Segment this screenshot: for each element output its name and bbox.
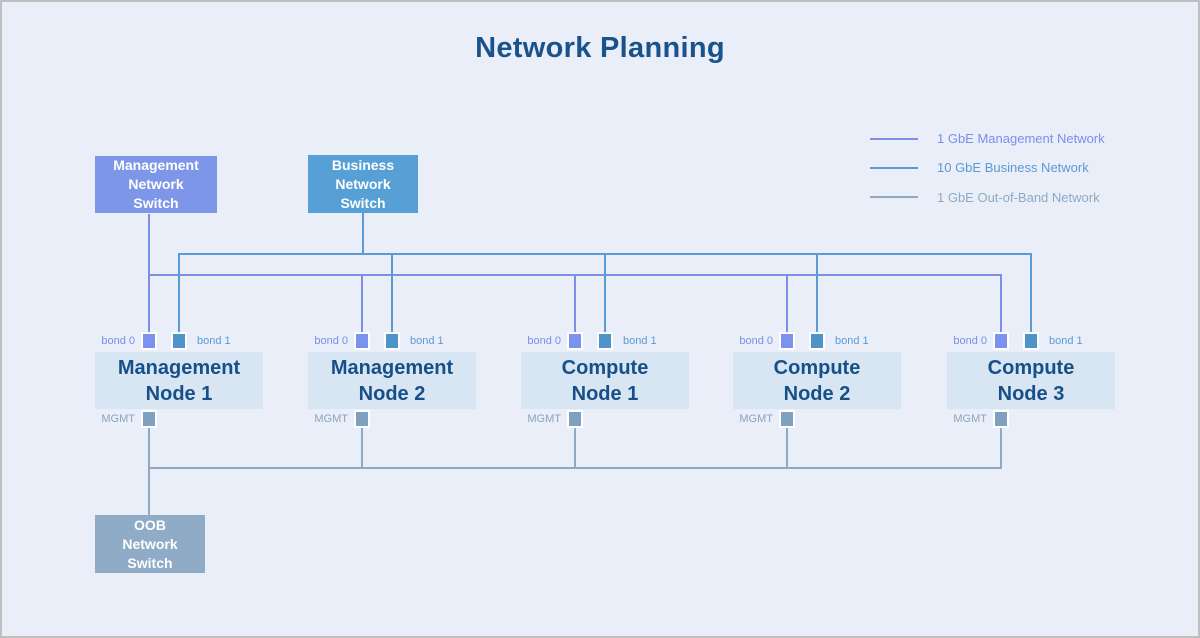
- management-drop-node5-line: [1000, 276, 1002, 334]
- mgmt-port: [993, 410, 1009, 428]
- legend-oob-line-swatch: [870, 196, 918, 198]
- management-drop-node4-line: [786, 276, 788, 334]
- management-drop-node3-line: [574, 276, 576, 334]
- business-drop-node3-line: [604, 255, 606, 334]
- business-switch-link-line: [362, 213, 364, 255]
- business-bus-line: [178, 253, 1032, 255]
- bond1-port: [384, 332, 400, 350]
- mgmt-label: MGMT: [739, 413, 773, 425]
- oob-switch-link-line: [148, 469, 150, 515]
- mgmt-port: [354, 410, 370, 428]
- oob-riser-node3-line: [574, 426, 576, 469]
- bond0-label: bond 0: [314, 335, 348, 347]
- management-bus-line: [148, 274, 1002, 276]
- node-box-compute-node-2: Compute Node 2: [733, 352, 901, 409]
- bond1-label: bond 1: [835, 335, 869, 347]
- legend-management-line-swatch: [870, 138, 918, 140]
- business-drop-node1-line: [178, 255, 180, 334]
- mgmt-label: MGMT: [101, 413, 135, 425]
- bond0-port: [993, 332, 1009, 350]
- mgmt-port: [779, 410, 795, 428]
- bond0-port: [354, 332, 370, 350]
- mgmt-port: [141, 410, 157, 428]
- bond0-label: bond 0: [101, 335, 135, 347]
- oob-riser-node4-line: [786, 426, 788, 469]
- node-box-compute-node-3: Compute Node 3: [947, 352, 1115, 409]
- bond0-label: bond 0: [739, 335, 773, 347]
- bond1-port: [809, 332, 825, 350]
- management-network-switch-box: Management Network Switch: [95, 156, 217, 213]
- node-box-management-node-1: Management Node 1: [95, 352, 263, 409]
- oob-riser-node5-line: [1000, 426, 1002, 469]
- node-box-compute-node-1: Compute Node 1: [521, 352, 689, 409]
- mgmt-label: MGMT: [527, 413, 561, 425]
- mgmt-label: MGMT: [314, 413, 348, 425]
- mgmt-port: [567, 410, 583, 428]
- bond1-label: bond 1: [1049, 335, 1083, 347]
- bond1-label: bond 1: [410, 335, 444, 347]
- bond0-port: [779, 332, 795, 350]
- bond1-port: [1023, 332, 1039, 350]
- oob-riser-node1-line: [148, 426, 150, 469]
- bond0-label: bond 0: [527, 335, 561, 347]
- legend-business-line-swatch: [870, 167, 918, 169]
- bond0-label: bond 0: [953, 335, 987, 347]
- management-drop-node2-line: [361, 276, 363, 334]
- business-drop-node4-line: [816, 255, 818, 334]
- oob-riser-node2-line: [361, 426, 363, 469]
- page-title: Network Planning: [475, 32, 725, 64]
- node-box-management-node-2: Management Node 2: [308, 352, 476, 409]
- mgmt-label: MGMT: [953, 413, 987, 425]
- legend-management-label: 1 GbE Management Network: [937, 131, 1105, 146]
- bond0-port: [567, 332, 583, 350]
- oob-bus-line: [148, 467, 1002, 469]
- bond1-label: bond 1: [197, 335, 231, 347]
- legend-business-label: 10 GbE Business Network: [937, 160, 1089, 175]
- bond1-label: bond 1: [623, 335, 657, 347]
- legend-oob-label: 1 GbE Out-of-Band Network: [937, 190, 1100, 205]
- bond1-port: [597, 332, 613, 350]
- business-drop-node5-line: [1030, 255, 1032, 334]
- business-network-switch-box: Business Network Switch: [308, 155, 418, 213]
- bond0-port: [141, 332, 157, 350]
- oob-network-switch-box: OOB Network Switch: [95, 515, 205, 573]
- bond1-port: [171, 332, 187, 350]
- business-drop-node2-line: [391, 255, 393, 334]
